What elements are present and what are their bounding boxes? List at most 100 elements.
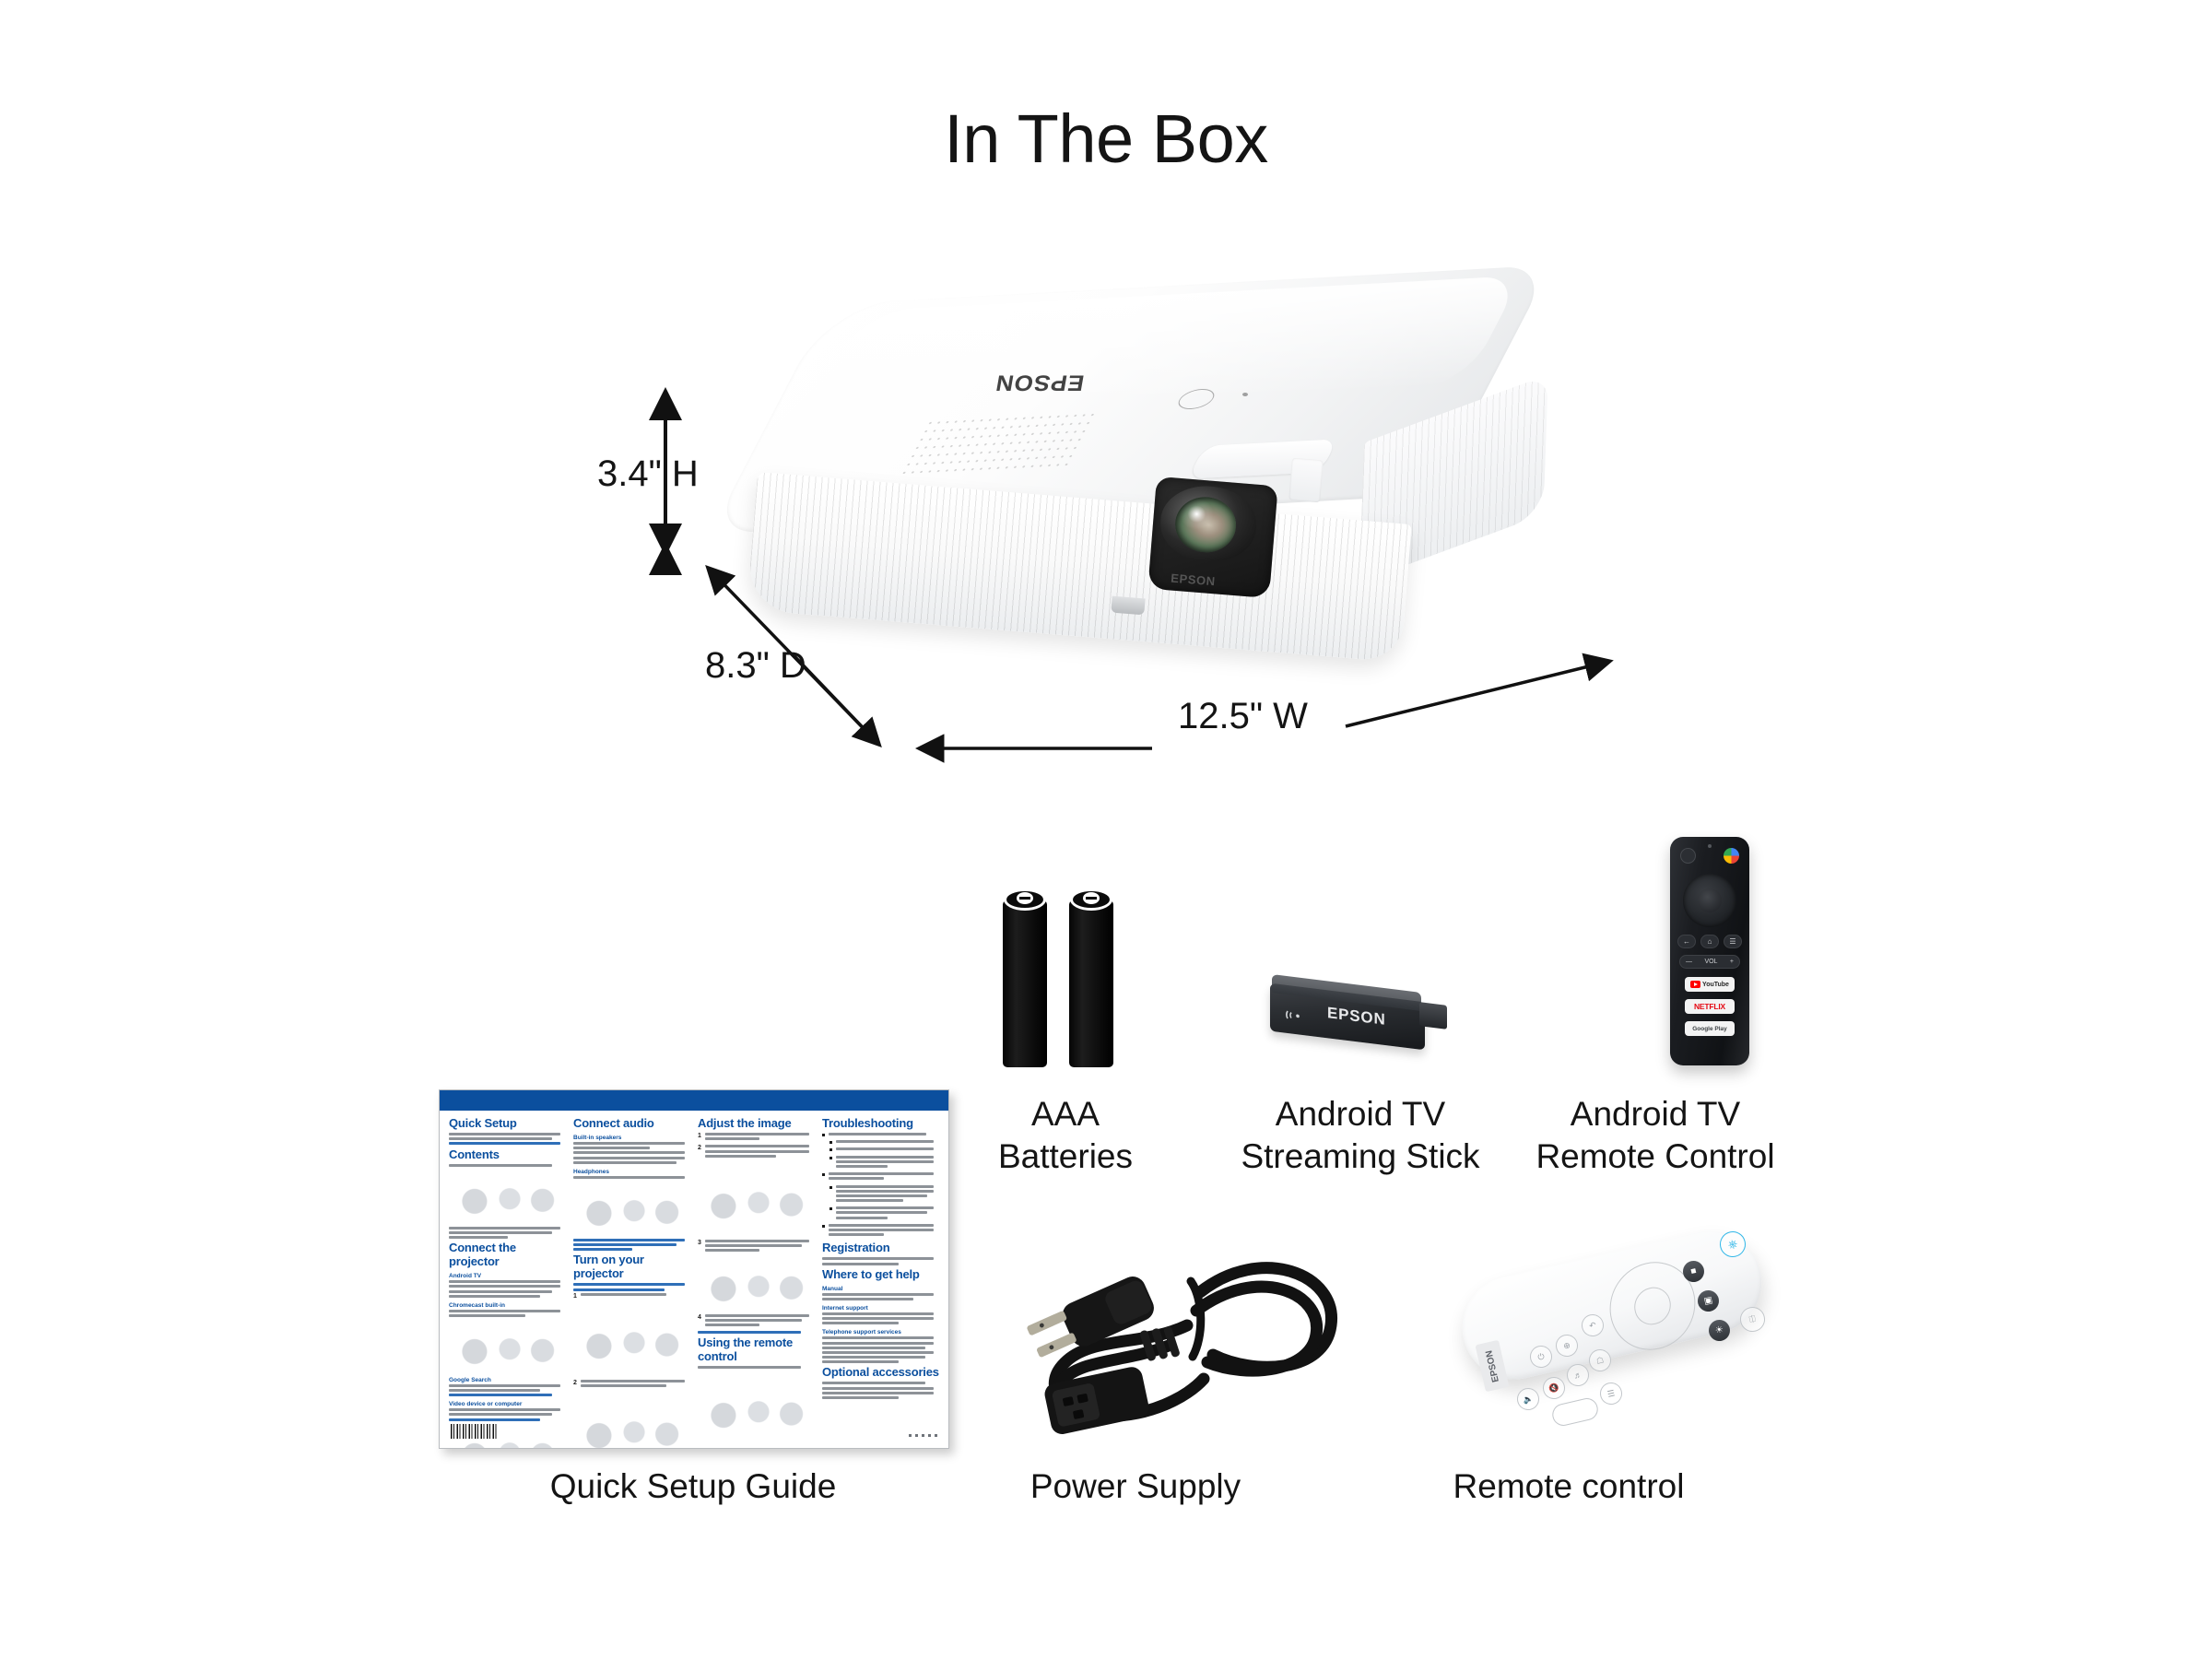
guide-step-number: 3 <box>698 1239 701 1246</box>
caption-aaa-batteries: AAA Batteries <box>997 1095 1133 1175</box>
guide-text-line <box>822 1386 934 1390</box>
guide-heading: Adjust the image <box>698 1116 792 1130</box>
guide-text-line <box>449 1313 525 1317</box>
page-dot <box>909 1434 912 1437</box>
guide-text-line <box>449 1226 560 1230</box>
guide-text-line <box>449 1294 541 1298</box>
guide-text-line <box>836 1189 935 1193</box>
guide-figure <box>698 1258 815 1309</box>
guide-subheading: Telephone support services <box>822 1329 901 1336</box>
power-icon <box>1680 848 1696 864</box>
guide-text-line <box>822 1257 934 1261</box>
guide-text-line <box>822 1391 934 1394</box>
battery-1 <box>1003 888 1047 1067</box>
remote-control-image: EPSON ⎈ ■ ▣ ☀ ⎅ ↶ ☖ ⊕ ⏻ 🔇 🔈 ♬ ☰ <box>1427 1206 1795 1464</box>
guide-text-line <box>449 1389 541 1393</box>
guide-note-line <box>449 1394 552 1397</box>
guide-text-line <box>704 1323 760 1326</box>
caption-quick-setup-guide: Quick Setup Guide <box>549 1467 837 1505</box>
power-supply-image <box>1006 1207 1357 1456</box>
guide-step: 1 <box>698 1133 815 1142</box>
guide-column-2: Connect audio Built-in speakers Headphon… <box>573 1116 690 1448</box>
aaa-batteries-image <box>1001 887 1121 1069</box>
youtube-icon <box>1690 981 1701 988</box>
guide-note-line <box>573 1288 665 1291</box>
guide-text-line <box>822 1360 899 1364</box>
guide-step-number: 1 <box>573 1292 577 1300</box>
guide-subheading: Manual <box>822 1285 843 1292</box>
guide-text-line <box>822 1350 934 1354</box>
guide-text-line <box>449 1289 552 1293</box>
guide-text-line <box>704 1137 760 1141</box>
guide-step-number: 4 <box>698 1313 701 1321</box>
guide-text-line <box>836 1216 888 1219</box>
guide-text-line <box>704 1149 810 1153</box>
guide-text-line <box>704 1239 810 1242</box>
guide-figure <box>573 1303 690 1374</box>
bullet-icon <box>830 1207 832 1211</box>
guide-text-line <box>822 1341 934 1345</box>
guide-step-body <box>580 1379 690 1389</box>
guide-figure <box>698 1163 815 1234</box>
caption-power-supply: Power Supply <box>1030 1467 1241 1505</box>
page-title: In The Box <box>944 100 1268 177</box>
battery-positive-nub-icon <box>1083 892 1100 904</box>
guide-text-line <box>449 1309 560 1312</box>
guide-step: 4 <box>698 1313 815 1329</box>
guide-text-line <box>704 1145 810 1148</box>
guide-note-line <box>573 1283 685 1287</box>
guide-column-3: Adjust the image 1 2 3 <box>698 1116 815 1444</box>
guide-text-line <box>449 1137 552 1141</box>
guide-note-line <box>449 1418 541 1421</box>
guide-step: 2 <box>573 1379 690 1389</box>
streaming-stick-image: EPSON <box>1270 974 1451 1066</box>
guide-heading: Using the remote control <box>698 1335 793 1364</box>
guide-step: 1 <box>573 1292 690 1300</box>
guide-text-line <box>704 1313 810 1317</box>
guide-bullet-body <box>836 1147 939 1152</box>
battery-terminal-icon <box>1004 888 1046 911</box>
guide-bullet <box>830 1184 939 1205</box>
back-icon: ← <box>1677 935 1696 948</box>
guide-text-line <box>822 1262 899 1265</box>
guide-step: 2 <box>698 1145 815 1159</box>
guide-subheading: Video device or computer <box>449 1401 523 1408</box>
guide-text-line <box>704 1133 810 1135</box>
guide-text-line <box>822 1297 914 1300</box>
menu-button-icon: ☰ <box>1597 1380 1625 1407</box>
barcode-icon <box>451 1424 499 1439</box>
guide-text-line <box>449 1163 552 1167</box>
guide-text-line <box>836 1155 935 1159</box>
dpad-icon <box>1683 874 1736 927</box>
focus-rocker <box>1549 1395 1601 1429</box>
guide-figure <box>698 1373 815 1444</box>
guide-heading: Registration <box>822 1241 890 1255</box>
projector-hero: EPSON EPSON <box>553 265 1714 774</box>
guide-bullet <box>830 1206 939 1221</box>
page-dot <box>935 1434 937 1437</box>
youtube-shortcut-button: YouTube <box>1685 977 1735 992</box>
guide-text-line <box>822 1346 925 1349</box>
guide-heading: Troubleshooting <box>822 1116 913 1130</box>
guide-step-number: 2 <box>573 1379 577 1386</box>
guide-columns: Quick Setup Contents Connect the project… <box>449 1116 939 1448</box>
guide-text-line <box>822 1312 934 1315</box>
guide-bullet-body <box>829 1133 939 1137</box>
volume-plus-icon: + <box>1729 959 1734 965</box>
google-assistant-icon <box>1724 848 1739 864</box>
guide-step-number: 1 <box>698 1133 701 1139</box>
projector-lens-housing: EPSON <box>1147 476 1278 599</box>
guide-step-body <box>580 1292 690 1298</box>
guide-text-line <box>573 1175 685 1179</box>
guide-text-line <box>836 1194 927 1197</box>
guide-text-line <box>822 1317 934 1321</box>
guide-note-line <box>573 1242 677 1246</box>
bullet-icon <box>830 1141 832 1145</box>
guide-text-line <box>698 1366 801 1370</box>
guide-text-line <box>829 1233 884 1237</box>
projector-foot <box>1111 595 1146 616</box>
caption-streaming-stick: Android TV Streaming Stick <box>1241 1095 1480 1175</box>
guide-bullet <box>830 1140 939 1145</box>
guide-text-line <box>580 1379 686 1382</box>
guide-text-line <box>822 1382 925 1385</box>
